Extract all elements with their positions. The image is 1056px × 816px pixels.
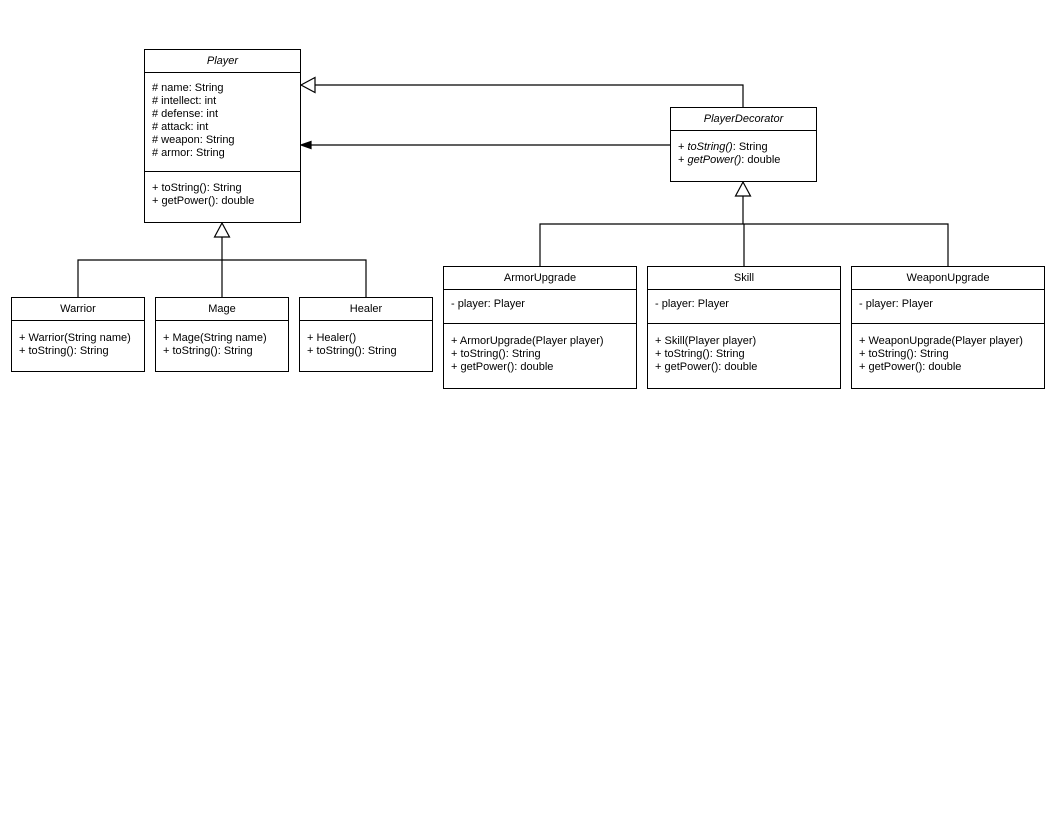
operations-section: + Warrior(String name) + toString(): Str…: [12, 321, 144, 358]
operation: + toString(): String: [307, 345, 397, 357]
operation: + Skill(Player player): [655, 335, 757, 347]
operation: + Warrior(String name): [19, 332, 131, 344]
class-name: Player: [145, 50, 300, 73]
attribute: - player: Player: [859, 298, 933, 310]
class-name: Mage: [156, 298, 288, 321]
operation: + Healer(): [307, 332, 357, 344]
operation: + toString(): String: [859, 348, 949, 360]
operation-name: getPower(): [687, 154, 742, 166]
attribute: # armor: String: [152, 147, 225, 159]
class-name: PlayerDecorator: [671, 108, 816, 131]
operation: + toString(): String: [19, 345, 109, 357]
attribute: # weapon: String: [152, 134, 235, 146]
attribute: # attack: int: [152, 121, 209, 133]
attributes-section: # name: String # intellect: int # defens…: [145, 73, 300, 172]
operation-visibility: +: [678, 154, 688, 166]
operation-name: toString(): [687, 141, 733, 153]
attribute: - player: Player: [655, 298, 729, 310]
attributes-section: - player: Player: [444, 290, 636, 324]
class-name: WeaponUpgrade: [852, 267, 1044, 290]
attributes-section: - player: Player: [648, 290, 840, 324]
attributes-section: - player: Player: [852, 290, 1044, 324]
operations-section: + Skill(Player player) + toString(): Str…: [648, 324, 840, 374]
operation: + ArmorUpgrade(Player player): [451, 335, 604, 347]
operation-visibility: +: [678, 141, 688, 153]
operation: + Mage(String name): [163, 332, 267, 344]
association-decorator-to-player[interactable]: [299, 140, 670, 150]
operation-type: : String: [732, 141, 768, 153]
operation: + getPower(): double: [152, 195, 255, 207]
attribute: # defense: int: [152, 108, 219, 120]
class-player-decorator[interactable]: PlayerDecorator + toString(): String + g…: [670, 107, 817, 182]
operation: + toString(): String: [655, 348, 745, 360]
operation: + getPower(): double: [451, 361, 554, 373]
operations-section: + Mage(String name) + toString(): String: [156, 321, 288, 358]
class-player[interactable]: Player # name: String # intellect: int #…: [144, 49, 301, 223]
operations-section: + Healer() + toString(): String: [300, 321, 432, 358]
class-healer[interactable]: Healer + Healer() + toString(): String: [299, 297, 433, 372]
operation: + WeaponUpgrade(Player player): [859, 335, 1023, 347]
class-name: ArmorUpgrade: [444, 267, 636, 290]
operation: + getPower(): double: [678, 154, 809, 167]
class-name: Healer: [300, 298, 432, 321]
operations-section: + toString(): String + getPower(): doubl…: [671, 131, 816, 167]
class-name: Skill: [648, 267, 840, 290]
operation: + getPower(): double: [655, 361, 758, 373]
generalization-decorator-to-player[interactable]: [299, 76, 744, 108]
class-warrior[interactable]: Warrior + Warrior(String name) + toStrin…: [11, 297, 145, 372]
operations-section: + ArmorUpgrade(Player player) + toString…: [444, 324, 636, 374]
attribute: - player: Player: [451, 298, 525, 310]
operation: + toString(): String: [152, 182, 242, 194]
operation: + toString(): String: [678, 141, 809, 154]
attribute: # intellect: int: [152, 95, 217, 107]
operation: + toString(): String: [451, 348, 541, 360]
class-skill[interactable]: Skill - player: Player + Skill(Player pl…: [647, 266, 841, 389]
class-name: Warrior: [12, 298, 144, 321]
class-weapon-upgrade[interactable]: WeaponUpgrade - player: Player + WeaponU…: [851, 266, 1045, 389]
generalization-warrior-mage-healer-to-player[interactable]: [77, 221, 367, 297]
operations-section: + toString(): String + getPower(): doubl…: [145, 172, 300, 208]
operation: + toString(): String: [163, 345, 253, 357]
generalization-upgrades-to-decorator[interactable]: [539, 180, 949, 266]
class-mage[interactable]: Mage + Mage(String name) + toString(): S…: [155, 297, 289, 372]
operations-section: + WeaponUpgrade(Player player) + toStrin…: [852, 324, 1044, 374]
class-armor-upgrade[interactable]: ArmorUpgrade - player: Player + ArmorUpg…: [443, 266, 637, 389]
attribute: # name: String: [152, 82, 224, 94]
operation-type: : double: [741, 154, 781, 166]
operation: + getPower(): double: [859, 361, 962, 373]
